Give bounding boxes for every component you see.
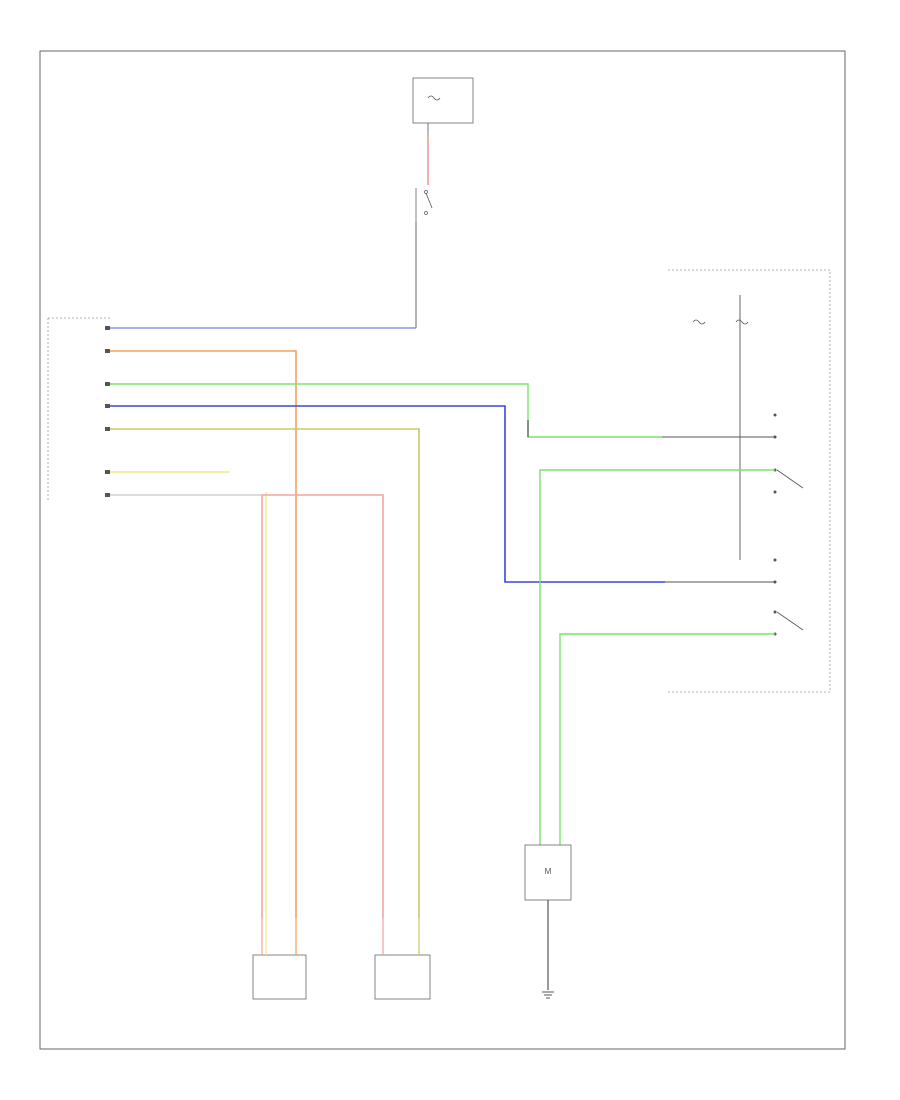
- diagram-border: [39, 50, 846, 1050]
- fan-motor: M: [524, 844, 572, 901]
- pin-markers: [105, 326, 110, 497]
- wire-green-high: [559, 633, 775, 845]
- engine-coolant-sensor: [374, 918, 431, 1000]
- wire-olive: [110, 428, 420, 918]
- wire-dark-blue: [110, 405, 665, 583]
- pcm-connector: [47, 317, 110, 502]
- ac-pressure-transducer: [252, 918, 307, 1000]
- wire-green: [110, 383, 662, 438]
- svg-text:M: M: [545, 867, 552, 876]
- wire-green-low: [539, 469, 775, 845]
- fuse-icon: [692, 319, 749, 325]
- pressure-switch-top: [415, 188, 433, 222]
- wire-orange: [110, 350, 297, 918]
- relay-icon: [773, 558, 804, 636]
- fuse-box-top: [412, 77, 474, 135]
- switch-icon: [424, 190, 433, 215]
- ground-icon: [542, 991, 554, 999]
- relay-high-speed: [773, 558, 804, 636]
- wire-pink-top: [262, 494, 384, 918]
- relay-low-speed: [773, 413, 804, 494]
- fuse-icon: [427, 95, 441, 101]
- relay-icon: [773, 413, 804, 494]
- fuse-box-right: [668, 269, 831, 693]
